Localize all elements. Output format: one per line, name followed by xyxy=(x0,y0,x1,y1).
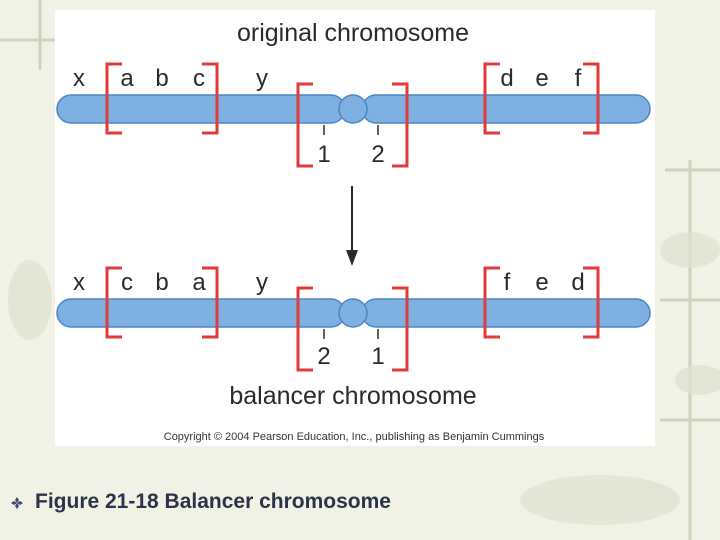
original-breakpoint-2: 2 xyxy=(371,141,384,168)
balancer-chromosome-left-arm xyxy=(56,298,346,328)
balancer-brackets xyxy=(105,266,600,372)
slide-caption: Figure 21-18 Balancer chromosome xyxy=(35,490,391,513)
down-arrow-icon xyxy=(346,186,358,266)
original-label-y: y xyxy=(256,65,268,92)
original-centromere xyxy=(338,94,368,124)
original-chromosome-left-arm xyxy=(56,94,346,124)
original-breakpoint-1: 1 xyxy=(317,141,330,168)
balancer-bracket-inversion-left xyxy=(296,286,313,372)
original-bracket-abc-right xyxy=(202,62,219,135)
balancer-centromere xyxy=(338,298,368,328)
balancer-label-f: f xyxy=(504,269,511,296)
original-bracket-inversion-right xyxy=(392,82,409,168)
original-brackets xyxy=(105,62,600,168)
original-bracket-inversion-left xyxy=(296,82,313,168)
balancer-bracket-cba-right xyxy=(202,266,219,339)
figure-panel xyxy=(55,10,655,446)
original-label-c: c xyxy=(193,65,205,92)
original-label-e: e xyxy=(535,65,548,92)
original-chromosome-title: original chromosome xyxy=(237,19,469,47)
original-chromosome xyxy=(56,94,651,124)
balancer-label-e: e xyxy=(535,269,548,296)
original-label-b: b xyxy=(155,65,168,92)
original-label-x: x xyxy=(73,65,85,92)
original-chromosome-right-arm xyxy=(361,94,651,124)
balancer-breakpoint-1: 1 xyxy=(371,343,384,370)
copyright-notice: Copyright © 2004 Pearson Education, Inc.… xyxy=(164,431,545,443)
diamond-bullet-icon xyxy=(11,497,23,509)
balancer-label-a: a xyxy=(192,269,206,296)
balancer-bracket-fed-left xyxy=(483,266,500,339)
balancer-label-b: b xyxy=(155,269,168,296)
balancer-bracket-inversion-right xyxy=(392,286,409,372)
balancer-bracket-cba-left xyxy=(105,266,122,339)
balancer-label-d: d xyxy=(571,269,584,296)
original-bracket-def-right xyxy=(583,62,600,135)
balancer-bracket-fed-right xyxy=(583,266,600,339)
original-label-f: f xyxy=(575,65,582,92)
balancer-breakpoint-2: 2 xyxy=(317,343,330,370)
original-label-d: d xyxy=(500,65,513,92)
balancer-chromosome-right-arm xyxy=(361,298,651,328)
original-label-a: a xyxy=(120,65,134,92)
original-bracket-def-left xyxy=(483,62,500,135)
balancer-label-c: c xyxy=(121,269,133,296)
balancer-label-x: x xyxy=(73,269,85,296)
original-bracket-abc-left xyxy=(105,62,122,135)
balancer-chromosome-title: balancer chromosome xyxy=(229,382,476,410)
balancer-label-y: y xyxy=(256,269,268,296)
balancer-chromosome xyxy=(56,298,651,328)
